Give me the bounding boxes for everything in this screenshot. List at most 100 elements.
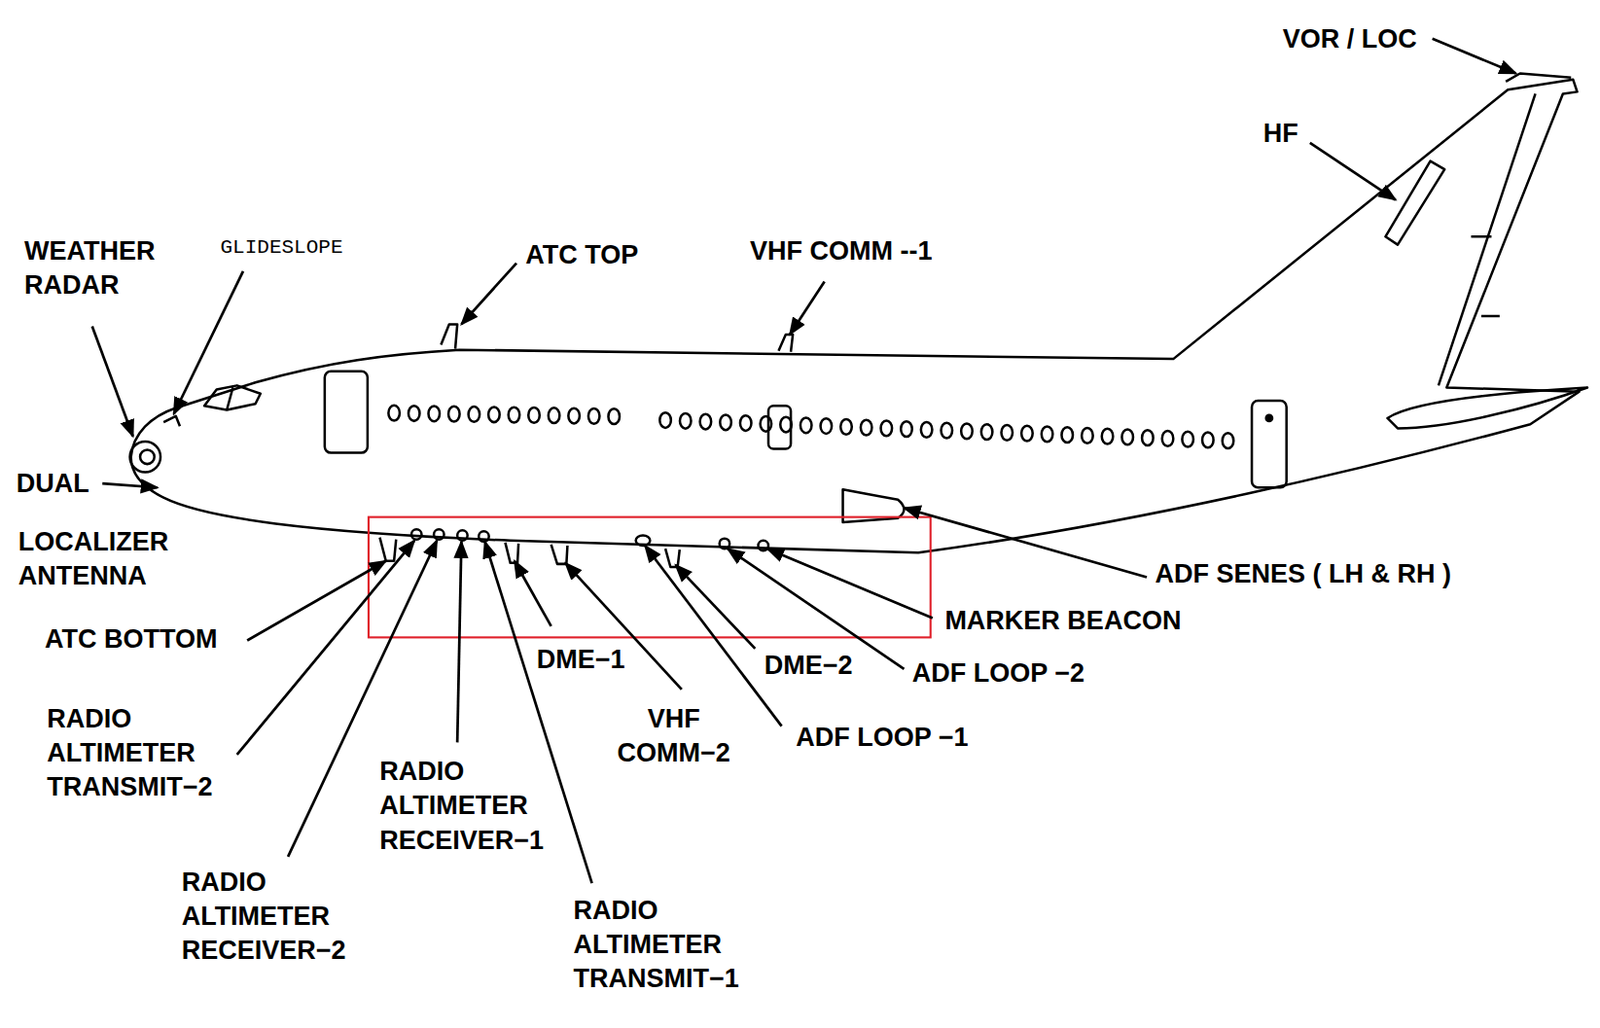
cabin-window — [981, 424, 994, 440]
cabin-window — [921, 422, 933, 438]
cabin-window — [408, 405, 421, 422]
antenna-label: ATC BOTTOM — [42, 622, 219, 657]
cockpit-window — [204, 385, 261, 410]
antenna-label: DME−1 — [534, 642, 628, 677]
cabin-window — [719, 414, 732, 430]
cabin-window — [881, 420, 893, 436]
cabin-window — [900, 421, 913, 437]
leader-line — [1310, 142, 1396, 201]
antenna-label: ADF LOOP −2 — [910, 656, 1087, 691]
cabin-window — [607, 408, 620, 425]
weather-radar-inner — [140, 449, 155, 464]
atc-bottom-antenna — [379, 537, 396, 562]
cabin-window — [780, 417, 792, 433]
antenna-label: RADIO ALTIMETER RECEIVER−2 — [179, 865, 349, 968]
cabin-window — [548, 407, 561, 424]
dme-1-antenna — [504, 542, 519, 564]
antenna-label: LOCALIZER ANTENNA — [16, 525, 172, 594]
cabin-window — [1181, 431, 1194, 448]
leader-line — [92, 326, 134, 437]
marker-beacon-antenna — [758, 540, 769, 551]
leader-line — [461, 263, 517, 325]
antenna-label: VOR / LOC — [1280, 22, 1420, 57]
antenna-label: RADIO ALTIMETER RECEIVER−1 — [377, 754, 546, 857]
cabin-window — [588, 408, 601, 425]
antenna-label: ADF SENES ( LH & RH ) — [1152, 557, 1454, 592]
cabin-window — [840, 419, 853, 435]
radio-altimeter-antenna — [457, 530, 467, 540]
fuselage-outline — [131, 79, 1580, 554]
antenna-label: DME−2 — [762, 648, 855, 683]
antenna-label: HF — [1261, 116, 1301, 151]
antenna-label: GLIDESLOPE — [218, 234, 346, 261]
antenna-label: WEATHER RADAR — [22, 234, 158, 303]
antenna-label: DUAL — [14, 466, 92, 501]
antenna-label: RADIO ALTIMETER TRANSMIT−2 — [44, 702, 214, 805]
cabin-window — [659, 412, 672, 428]
leader-line — [102, 483, 158, 488]
antenna-label: VHF COMM−2 — [615, 702, 733, 771]
leader-line — [514, 561, 552, 627]
cabin-window — [1162, 430, 1174, 447]
cabin-window — [800, 417, 813, 433]
antenna-label: RADIO ALTIMETER TRANSMIT−1 — [571, 893, 742, 996]
radio-altimeter-antenna — [433, 529, 444, 539]
cabin-window — [388, 405, 400, 422]
rudder-tab — [1470, 236, 1499, 317]
rear-door — [1251, 400, 1287, 488]
cabin-window — [941, 423, 954, 439]
cabin-window — [468, 406, 481, 423]
cabin-window — [488, 406, 500, 423]
cabin-window — [960, 423, 973, 439]
antenna-label: ATC TOP — [523, 238, 640, 273]
rudder-line — [1438, 93, 1536, 386]
cabin-window — [740, 415, 752, 431]
cabin-window — [1202, 432, 1214, 449]
leader-line — [1432, 38, 1517, 74]
vhf-comm-2-antenna — [551, 544, 569, 565]
cabin-window — [1102, 428, 1114, 445]
front-door — [324, 371, 368, 454]
leader-line — [457, 541, 462, 744]
leader-line — [903, 507, 1147, 577]
horizontal-stabilizer — [1387, 387, 1589, 428]
cabin-window — [820, 418, 833, 434]
leader-line — [174, 271, 244, 415]
highlight-box — [368, 517, 931, 639]
radio-altimeter-antenna — [411, 529, 422, 539]
dme-2-antenna — [665, 548, 680, 568]
cabin-window — [528, 407, 540, 424]
cabin-window — [1222, 432, 1235, 449]
cabin-window — [760, 416, 773, 432]
cabin-window — [508, 407, 521, 424]
cabin-window — [427, 405, 440, 422]
antenna-label: ADF LOOP −1 — [793, 720, 970, 755]
weather-radar — [130, 441, 161, 472]
cabin-window — [1141, 429, 1154, 446]
cabin-window — [1041, 426, 1054, 443]
antenna-label: VHF COMM --1 — [747, 234, 934, 269]
adf-loop-1-antenna — [636, 535, 651, 546]
cabin-window — [860, 420, 873, 436]
leader-line — [789, 281, 825, 335]
cabin-window — [568, 408, 580, 425]
cabin-window — [679, 413, 692, 429]
vor-loc-antenna — [1505, 73, 1571, 82]
cabin-window — [1021, 426, 1033, 442]
antenna-label: MARKER BEACON — [942, 604, 1183, 639]
door-handle — [1266, 415, 1273, 422]
leader-line — [767, 548, 933, 618]
adf-loop-2-antenna — [719, 538, 730, 549]
atc-top-antenna — [440, 323, 458, 349]
cabin-window — [700, 414, 712, 430]
leader-line — [675, 565, 756, 649]
radio-altimeter-antenna — [478, 531, 489, 541]
cabin-window — [1121, 429, 1134, 446]
cabin-window — [1081, 427, 1094, 444]
cabin-window — [448, 406, 461, 423]
vhf-comm-1-antenna — [778, 334, 793, 353]
cabin-window — [1000, 425, 1013, 441]
cabin-window — [1061, 426, 1073, 443]
glideslope-antenna — [163, 416, 180, 427]
hf-antenna — [1385, 161, 1445, 246]
